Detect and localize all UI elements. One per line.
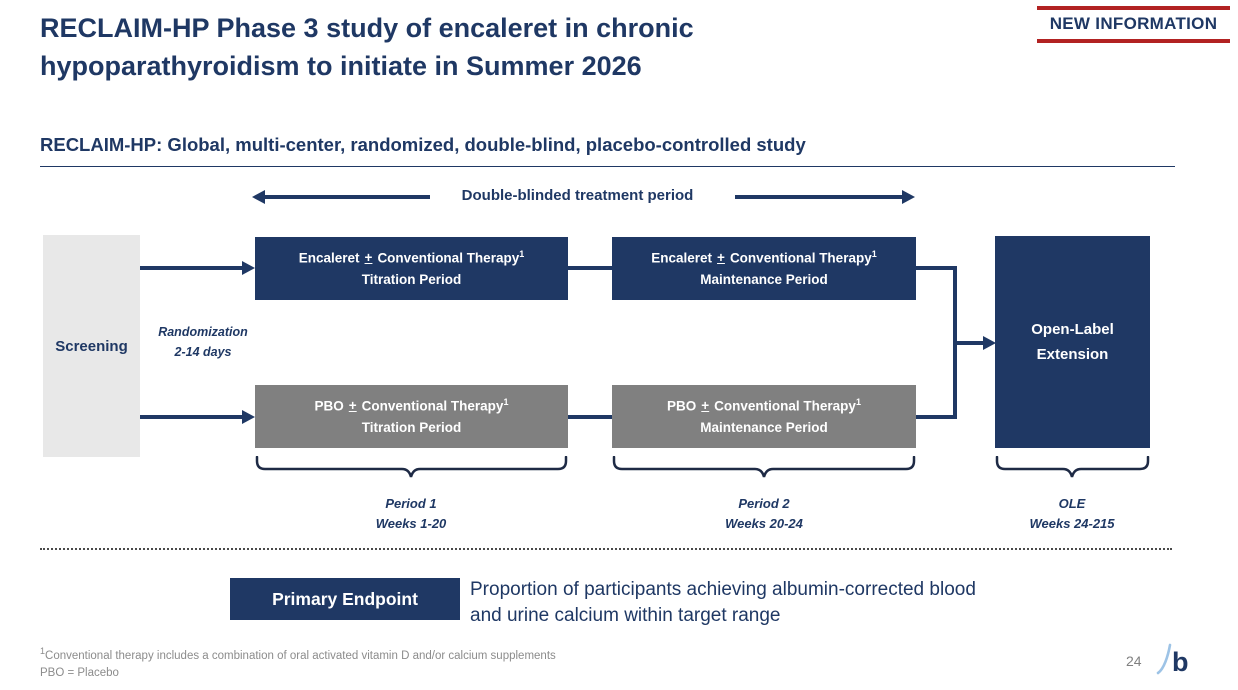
encaleret-maintenance-line2: Maintenance Period xyxy=(700,271,828,287)
logo-letter: b xyxy=(1172,647,1189,677)
randomization-line2: 2-14 days xyxy=(174,345,232,359)
drug-name: PBO xyxy=(667,398,697,414)
maintenance-bottom-to-ole-stub xyxy=(916,415,957,419)
therapy-name: Conventional Therapy xyxy=(377,250,520,266)
period1-name: Period 1 xyxy=(385,496,437,511)
therapy-name: Conventional Therapy xyxy=(714,398,856,414)
footnote-marker: 1 xyxy=(519,248,525,259)
pbo-titration-box: PBO+Conventional Therapy1 Titration Peri… xyxy=(255,385,568,448)
left-arrow-shaft xyxy=(263,195,430,199)
titration-to-maintenance-connector-top xyxy=(568,266,612,270)
ole-arrow-shaft xyxy=(955,341,985,345)
footnote-1-marker: 1 xyxy=(40,646,46,656)
badge-label: NEW INFORMATION xyxy=(1049,14,1218,33)
encaleret-titration-box: Encaleret+Conventional Therapy1 Titratio… xyxy=(255,237,568,300)
primary-endpoint-text: Proportion of participants achieving alb… xyxy=(470,579,976,626)
period1-bracket xyxy=(255,456,568,478)
screening-to-pbo-arrow-icon xyxy=(242,410,255,424)
study-subtitle: RECLAIM-HP: Global, multi-center, random… xyxy=(40,134,1175,167)
open-label-extension-box: Open-Label Extension xyxy=(995,236,1150,448)
therapy-name: Conventional Therapy xyxy=(361,398,504,414)
footnote-1-text: Conventional therapy includes a combinat… xyxy=(45,649,556,662)
period1-weeks: Weeks 1-20 xyxy=(375,516,447,532)
plus-minus-sign: + xyxy=(364,250,373,266)
therapy-name: Conventional Therapy xyxy=(729,250,872,266)
footnote-2-text: PBO = Placebo xyxy=(40,667,119,680)
maintenance-top-to-ole-stub xyxy=(916,266,957,270)
right-arrow-icon xyxy=(902,190,915,204)
drug-name: Encaleret xyxy=(651,250,713,266)
plus-minus-sign: + xyxy=(717,250,725,266)
ole-line2: Extension xyxy=(1036,346,1109,363)
plus-minus-sign: + xyxy=(348,398,357,414)
screening-to-encaleret-arrow-icon xyxy=(242,261,255,275)
randomization-line1: Randomization xyxy=(158,325,248,339)
ole-arrow-icon xyxy=(983,336,996,350)
double-blind-period-label: Double-blinded treatment period xyxy=(461,187,694,204)
pbo-titration-line1: PBO+Conventional Therapy1 xyxy=(255,395,568,417)
primary-endpoint-box: Primary Endpoint xyxy=(230,578,460,620)
plus-minus-sign: + xyxy=(701,398,710,414)
footnote-1: 1Conventional therapy includes a combina… xyxy=(40,645,556,665)
period2-name: Period 2 xyxy=(738,496,790,511)
footnotes: 1Conventional therapy includes a combina… xyxy=(40,645,556,682)
company-logo-icon: b xyxy=(1156,643,1189,677)
screening-to-pbo-line xyxy=(140,415,243,419)
period2-weeks: Weeks 20-24 xyxy=(725,516,803,532)
encaleret-maintenance-line1: Encaleret+Conventional Therapy1 xyxy=(612,247,916,269)
new-information-badge: NEW INFORMATION xyxy=(1037,6,1230,43)
period2-bracket xyxy=(612,456,916,478)
badge-bottom-rule xyxy=(1037,39,1230,43)
pbo-maintenance-line2: Maintenance Period xyxy=(700,419,828,435)
drug-name: PBO xyxy=(314,398,344,414)
screening-to-encaleret-line xyxy=(140,266,243,270)
badge-top-rule xyxy=(1037,6,1230,10)
page-number: 24 xyxy=(1126,653,1142,669)
left-arrow-icon xyxy=(252,190,265,204)
titration-to-maintenance-connector-bottom xyxy=(568,415,612,419)
footnote-marker: 1 xyxy=(503,396,509,407)
drug-name: Encaleret xyxy=(298,250,360,266)
footnote-marker: 1 xyxy=(855,396,861,407)
pbo-maintenance-box: PBO+Conventional Therapy1 Maintenance Pe… xyxy=(612,385,916,448)
randomization-label: Randomization 2-14 days xyxy=(143,322,263,362)
period2-label: Period 2 Weeks 20-24 xyxy=(679,494,849,534)
pbo-maintenance-line1: PBO+Conventional Therapy1 xyxy=(612,395,916,417)
ole-line1: Open-Label xyxy=(1031,320,1114,338)
encaleret-titration-line1: Encaleret+Conventional Therapy1 xyxy=(255,247,568,269)
right-arrow-shaft xyxy=(735,195,903,199)
dotted-divider xyxy=(40,548,1172,550)
pbo-titration-line2: Titration Period xyxy=(361,419,462,435)
screening-box: Screening xyxy=(43,235,140,457)
ole-period-label: OLE Weeks 24-215 xyxy=(987,494,1157,534)
encaleret-maintenance-box: Encaleret+Conventional Therapy1 Maintena… xyxy=(612,237,916,300)
encaleret-titration-line2: Titration Period xyxy=(361,271,462,287)
footnote-marker: 1 xyxy=(871,248,877,259)
ole-bracket xyxy=(995,456,1150,478)
ole-period-name: OLE xyxy=(1058,496,1086,511)
page-title: RECLAIM-HP Phase 3 study of encaleret in… xyxy=(40,13,694,81)
period1-label: Period 1 Weeks 1-20 xyxy=(326,494,496,534)
ole-period-weeks: Weeks 24-215 xyxy=(1029,516,1115,532)
